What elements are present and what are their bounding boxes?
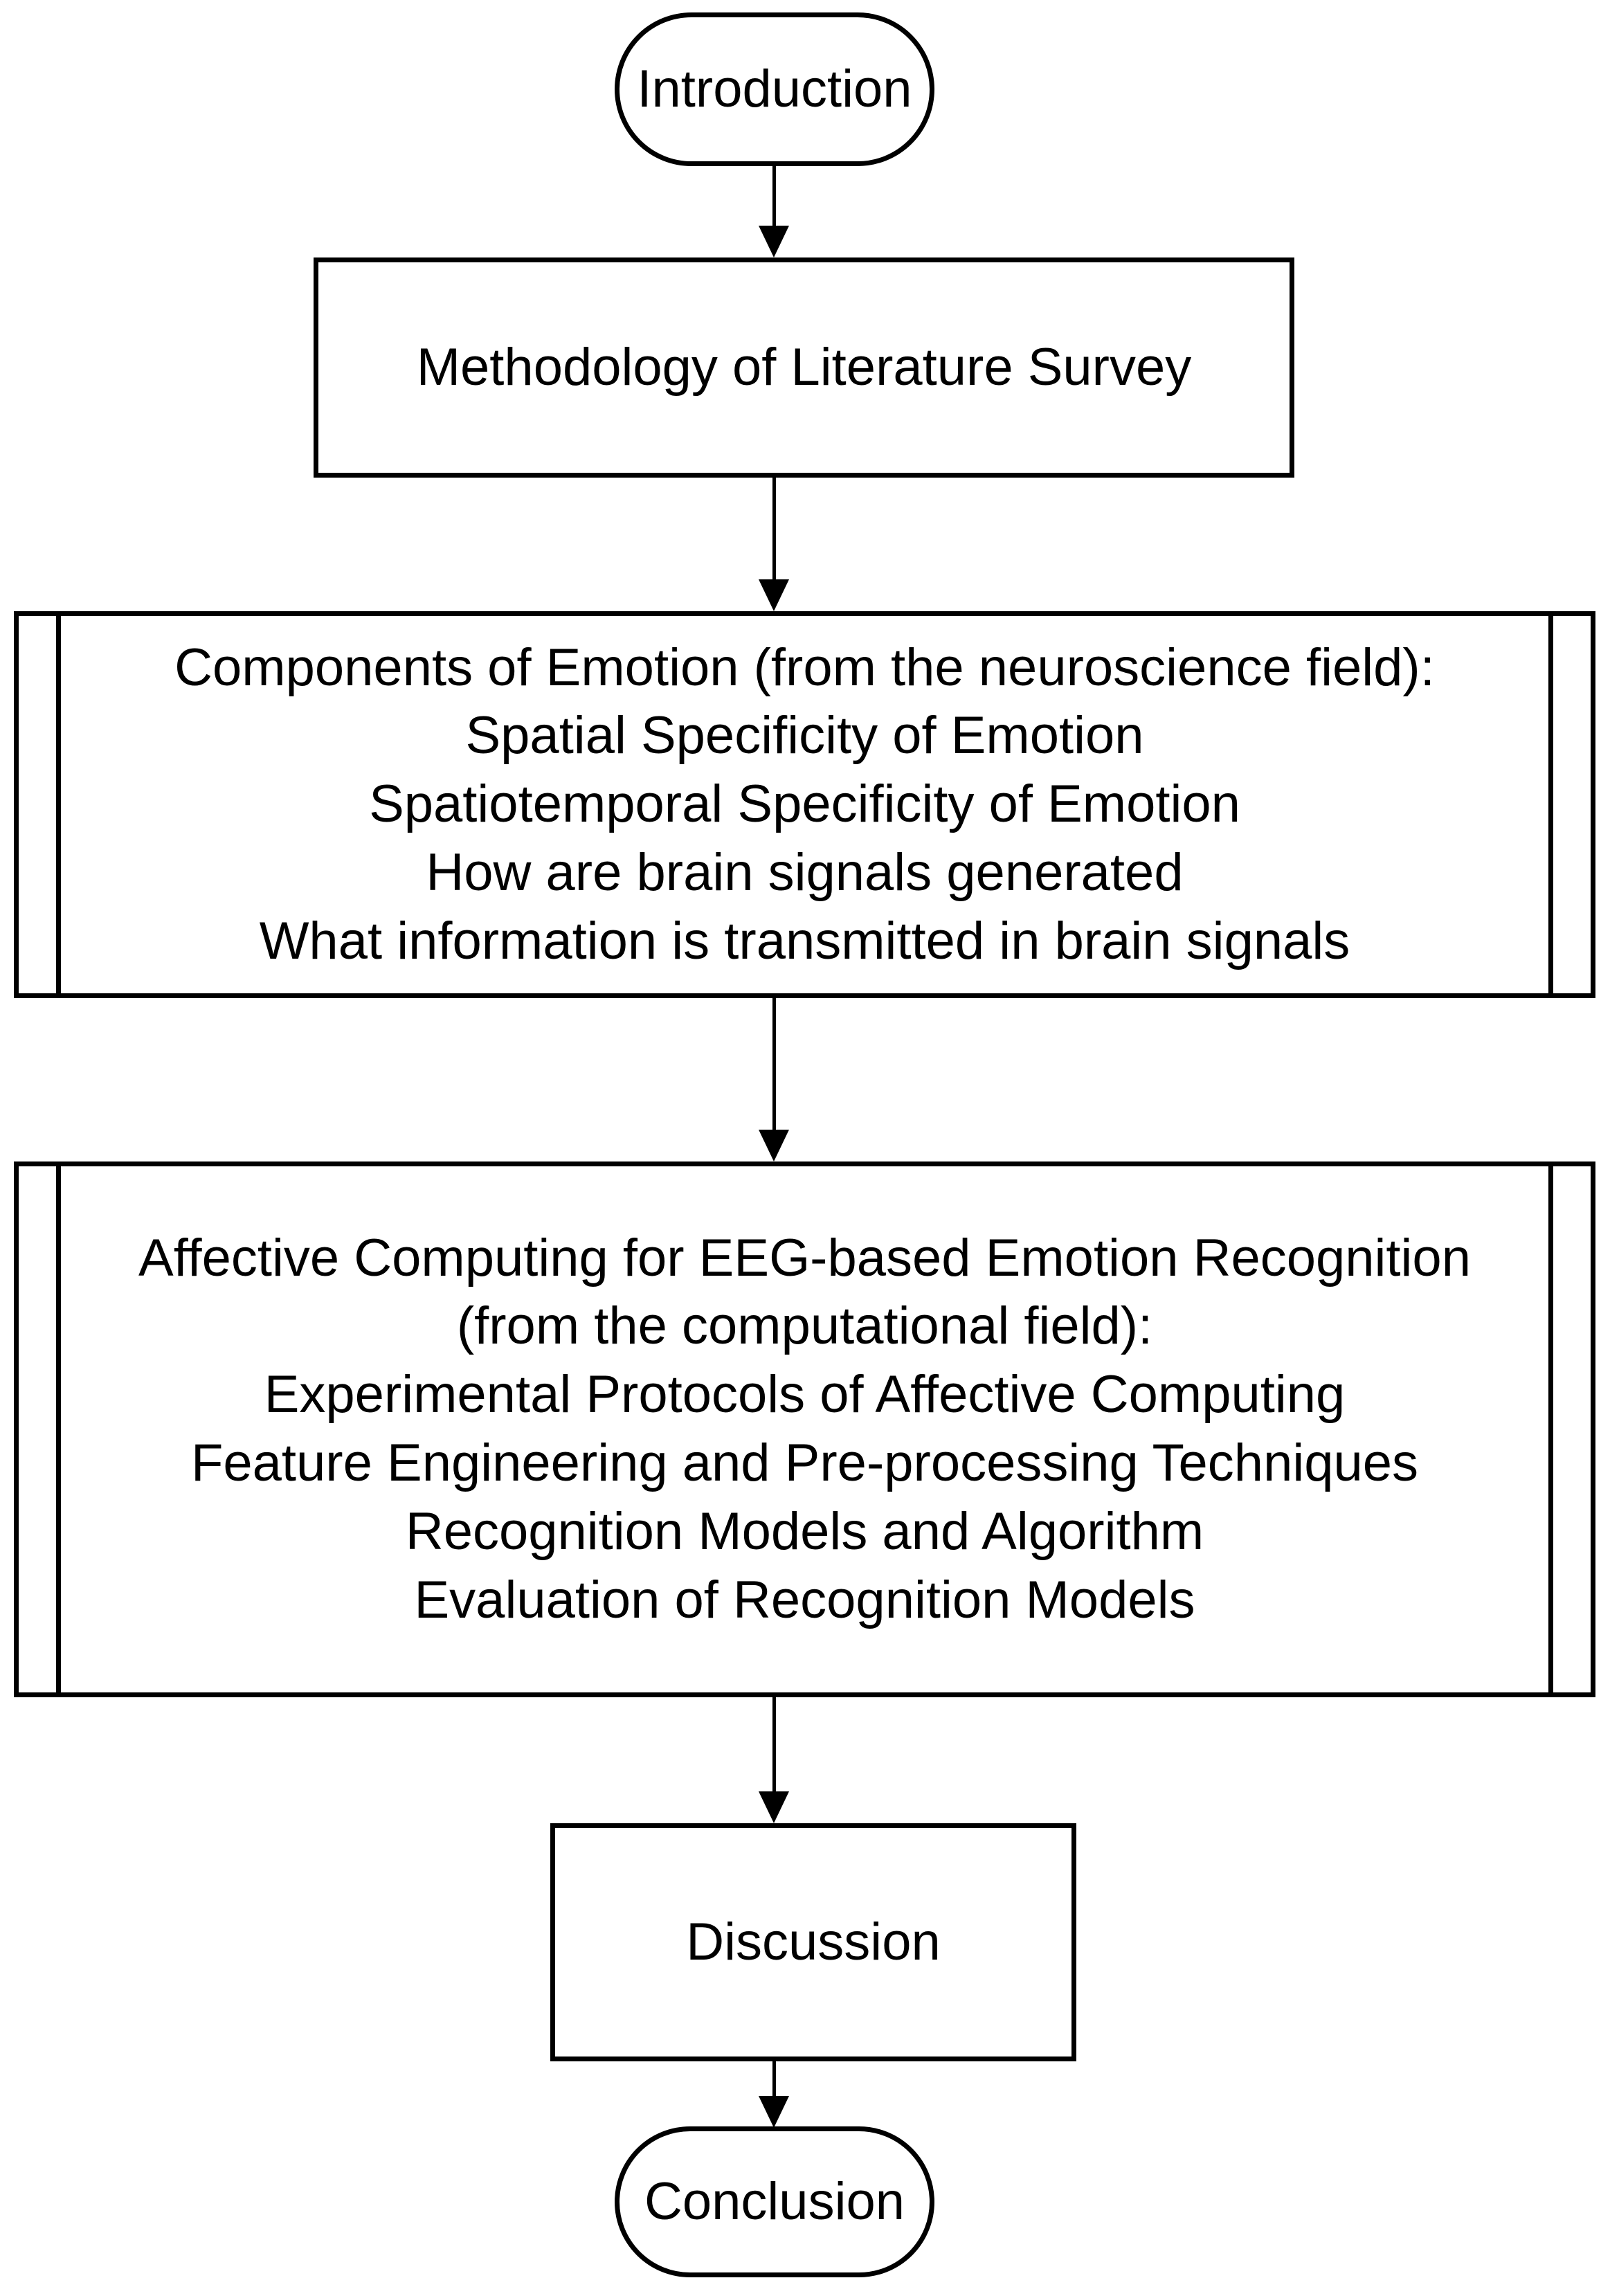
node-introduction-label: Introduction (637, 59, 912, 118)
node-affective-computing[interactable]: Affective Computing for EEG-based Emotio… (14, 1161, 1595, 1697)
edge-line (772, 166, 776, 230)
edge-line (772, 478, 776, 581)
node-affective-computing-label: Affective Computing for EEG-based Emotio… (138, 1228, 1471, 1629)
edge-affective-to-discussion (759, 1697, 789, 1823)
node-components-of-emotion[interactable]: Components of Emotion (from the neurosci… (14, 611, 1595, 998)
edge-methodology-to-components (759, 478, 789, 611)
arrowhead-down-icon (759, 1791, 789, 1823)
arrowhead-down-icon (759, 226, 789, 257)
node-introduction[interactable]: Introduction (615, 12, 934, 166)
node-conclusion-label: Conclusion (644, 2171, 905, 2231)
edge-line (772, 2061, 776, 2099)
node-components-of-emotion-label: Components of Emotion (from the neurosci… (174, 638, 1435, 970)
arrowhead-down-icon (759, 2096, 789, 2128)
node-methodology[interactable]: Methodology of Literature Survey (314, 257, 1294, 478)
node-discussion-label: Discussion (686, 1912, 941, 1971)
arrowhead-down-icon (759, 579, 789, 611)
edge-components-to-affective (759, 998, 789, 1161)
node-discussion[interactable]: Discussion (550, 1823, 1076, 2061)
edge-line (772, 1697, 776, 1793)
node-conclusion[interactable]: Conclusion (615, 2126, 934, 2277)
arrowhead-down-icon (759, 1130, 789, 1161)
edge-introduction-to-methodology (759, 166, 789, 257)
node-methodology-label: Methodology of Literature Survey (416, 337, 1192, 397)
edge-line (772, 998, 776, 1132)
edge-discussion-to-conclusion (759, 2061, 789, 2128)
